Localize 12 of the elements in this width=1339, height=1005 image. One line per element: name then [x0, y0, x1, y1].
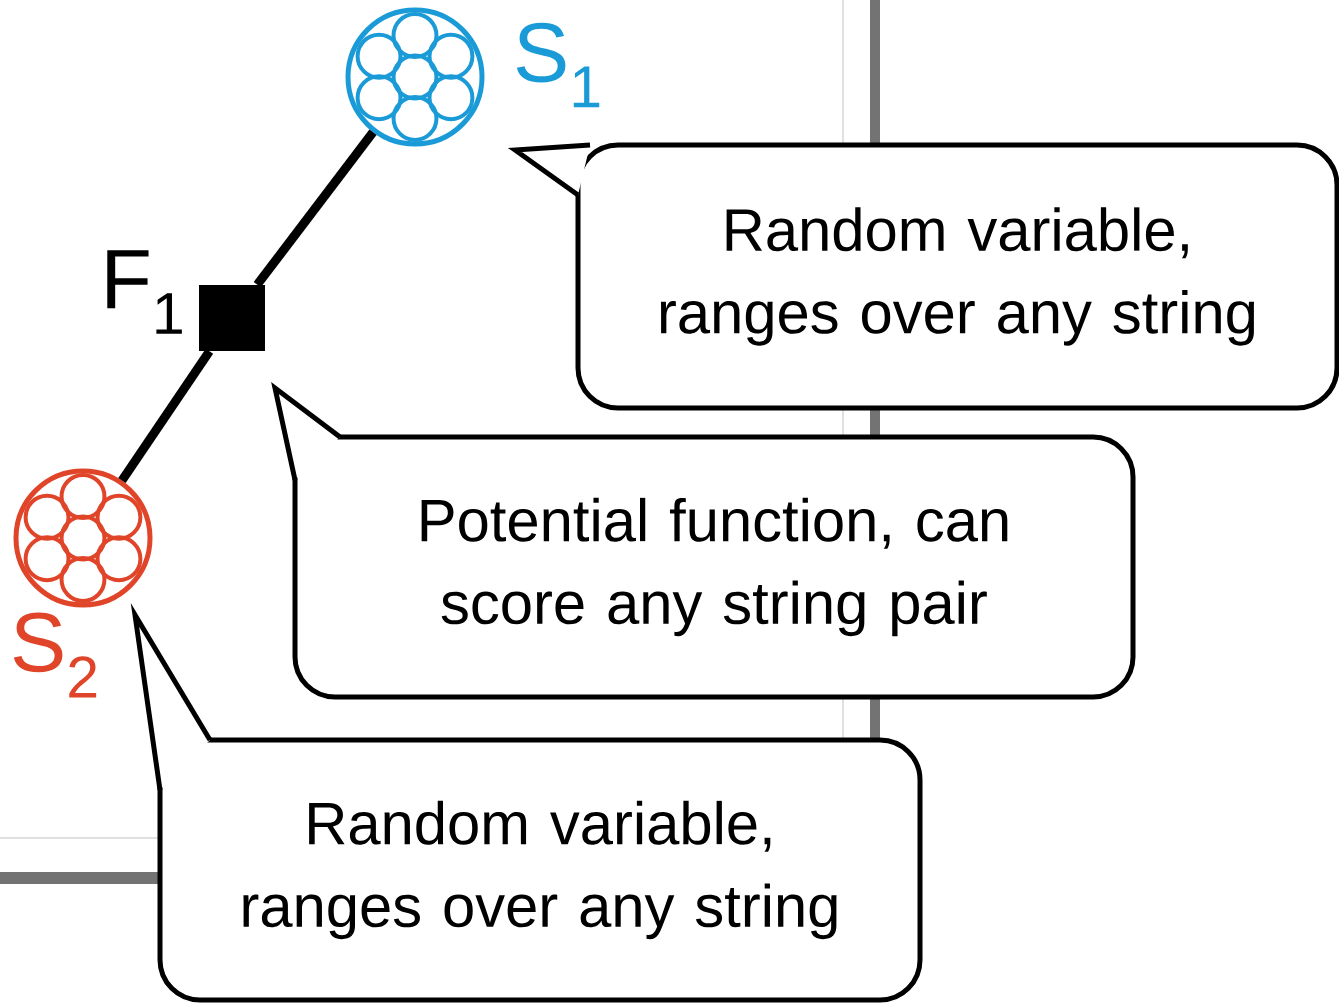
cluster-circle — [345, 7, 485, 147]
node-label: Random variable, ranges over any string — [243, 800, 837, 940]
node-label: Random variable, ranges over any string — [660, 207, 1255, 346]
variable-label: F$_{1}$ — [107, 250, 182, 334]
connector-line — [253, 129, 377, 288]
factor-square — [199, 285, 265, 351]
variable-label: S$_{1}$ — [516, 22, 600, 108]
variable-label: S$_{2}$ — [13, 612, 97, 698]
cluster-circle — [13, 468, 153, 608]
connector-line — [118, 348, 214, 483]
callout-bubble: Potential function, can score any string pair — [271, 381, 1136, 700]
callout-bubble: Random variable, ranges over any string — [507, 142, 1339, 411]
